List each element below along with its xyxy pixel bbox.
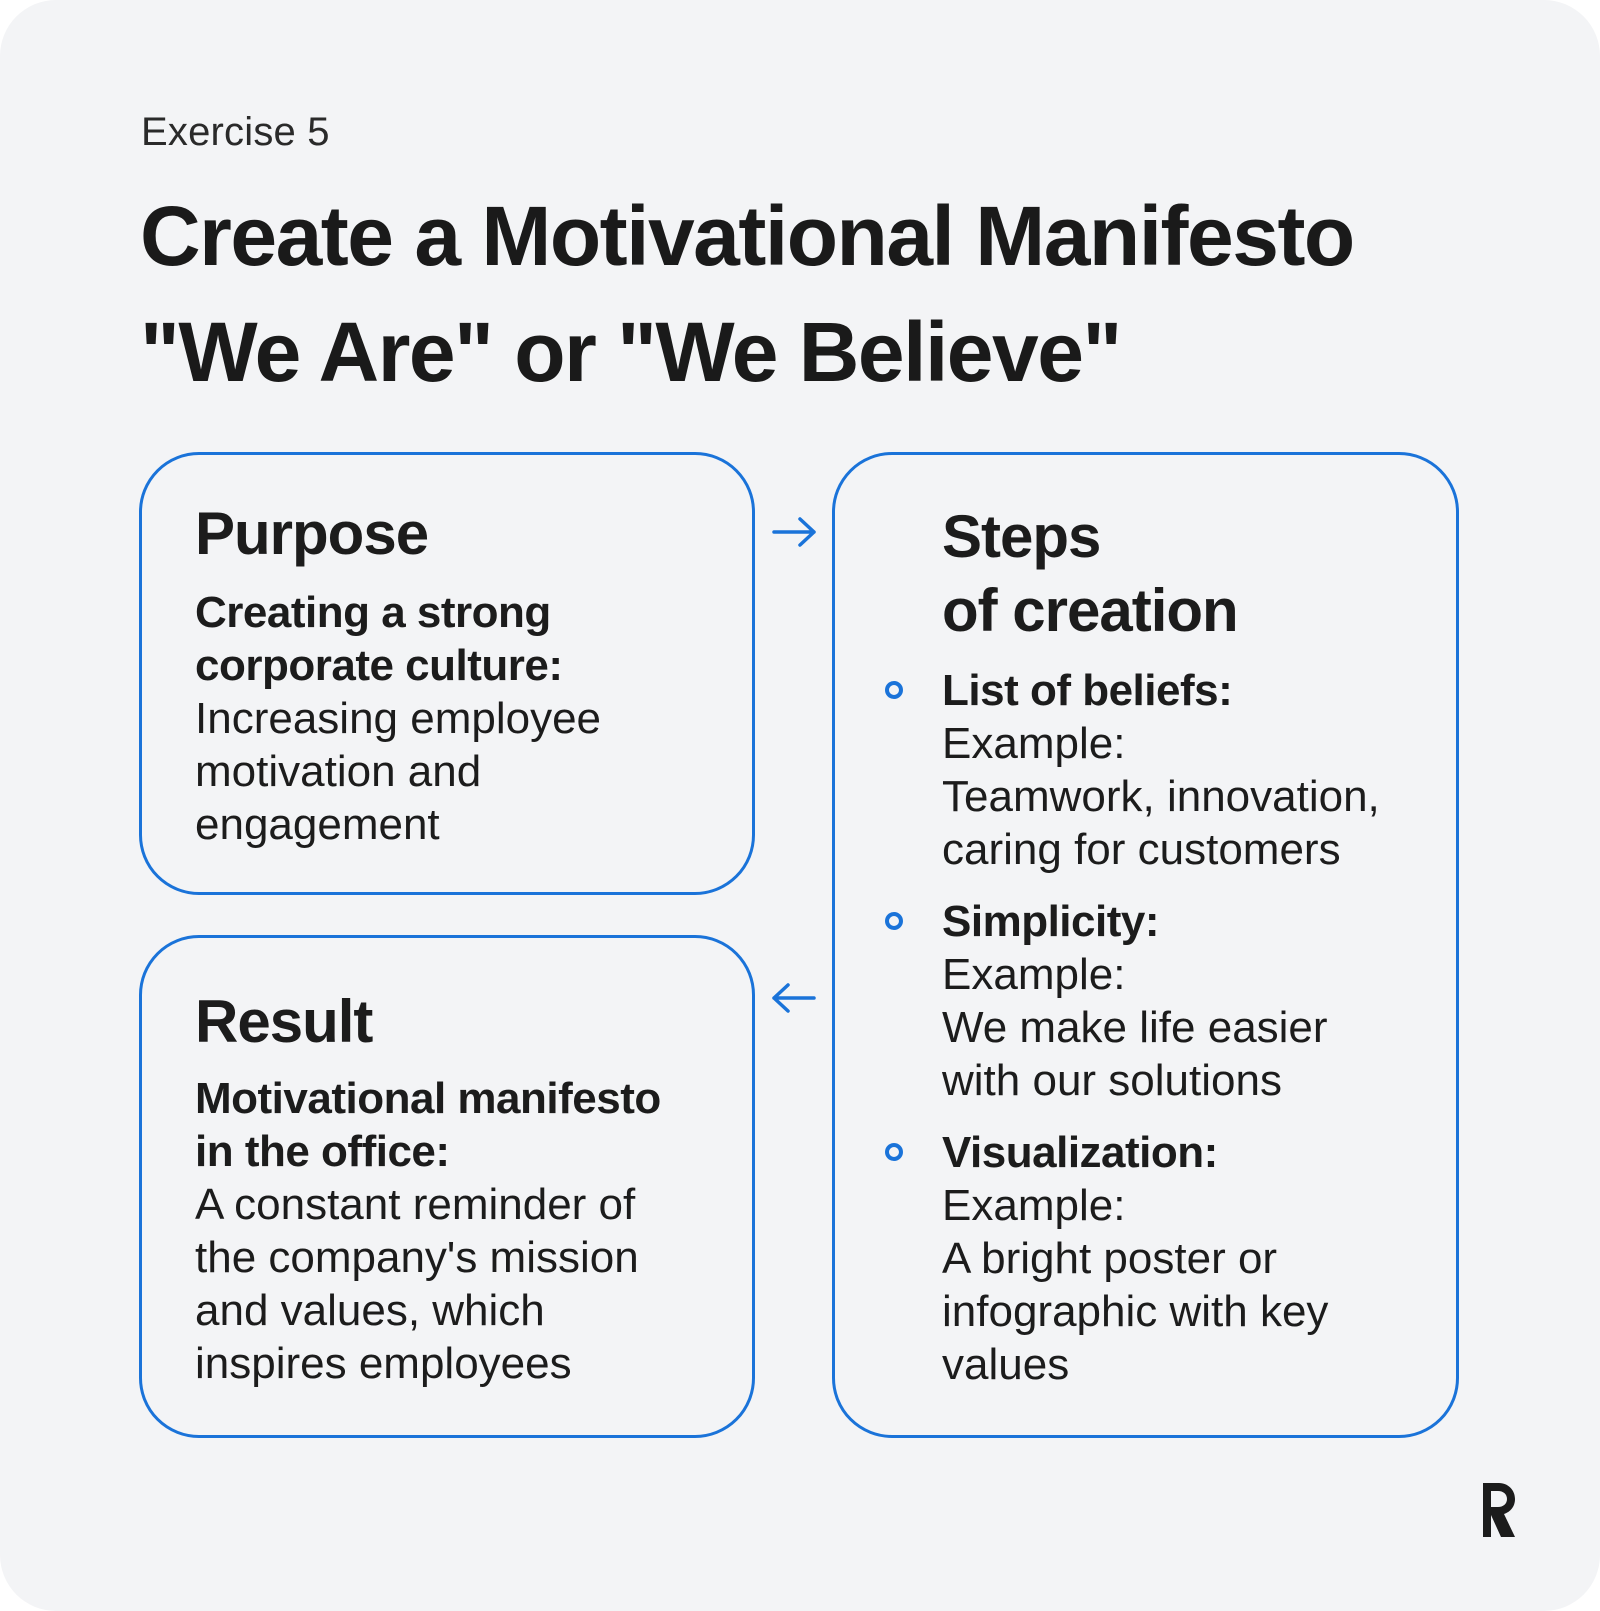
brand-r-logo: [1483, 1483, 1515, 1537]
circle-bullet-icon: [885, 681, 903, 699]
step-line: Example:: [942, 1181, 1126, 1230]
step-line: We make life easier: [942, 1003, 1328, 1052]
arrow-left-icon: [772, 983, 816, 1013]
purpose-heading: Purpose: [195, 500, 429, 567]
title-line-1: Create a Motivational Manifesto: [140, 189, 1355, 283]
step-title: Visualization:: [942, 1128, 1218, 1177]
result-bold-line-2: in the office:: [195, 1127, 450, 1176]
circle-bullet-icon: [885, 1143, 903, 1161]
step-item: List of beliefs: Example: Teamwork, inno…: [942, 664, 1380, 876]
step-line: with our solutions: [942, 1056, 1282, 1105]
step-line: caring for customers: [942, 825, 1341, 874]
result-line-1: A constant reminder of: [195, 1180, 636, 1229]
result-line-3: and values, which: [195, 1286, 545, 1335]
exercise-label: Exercise 5: [141, 110, 330, 154]
purpose-text: Creating a strong corporate culture: Inc…: [195, 586, 601, 851]
step-title: Simplicity:: [942, 897, 1159, 946]
purpose-bold-line-2: corporate culture:: [195, 641, 563, 690]
result-line-2: the company's mission: [195, 1233, 639, 1282]
page-title: Create a Motivational Manifesto "We Are"…: [140, 178, 1355, 410]
circle-bullet-icon: [885, 912, 903, 930]
step-line: values: [942, 1340, 1070, 1389]
step-line: Example:: [942, 950, 1126, 999]
result-text: Motivational manifesto in the office: A …: [195, 1072, 661, 1390]
step-item: Visualization: Example: A bright poster …: [942, 1126, 1328, 1391]
result-heading: Result: [195, 988, 373, 1055]
arrow-right-icon: [772, 517, 816, 547]
purpose-line-1: Increasing employee: [195, 694, 602, 743]
step-line: A bright poster or: [942, 1234, 1278, 1283]
title-line-2: "We Are" or "We Believe": [140, 305, 1122, 399]
steps-box: [832, 452, 1459, 1438]
steps-heading-line-2: of creation: [942, 577, 1239, 644]
purpose-line-3: engagement: [195, 800, 440, 849]
result-line-4: inspires employees: [195, 1339, 572, 1388]
step-item: Simplicity: Example: We make life easier…: [942, 895, 1328, 1107]
result-box: [139, 935, 755, 1438]
steps-heading: Steps of creation: [942, 500, 1239, 648]
steps-heading-line-1: Steps: [942, 503, 1101, 570]
step-line: Teamwork, innovation,: [942, 772, 1380, 821]
step-line: Example:: [942, 719, 1126, 768]
result-bold-line-1: Motivational manifesto: [195, 1074, 661, 1123]
purpose-line-2: motivation and: [195, 747, 482, 796]
step-line: infographic with key: [942, 1287, 1329, 1336]
purpose-box: [139, 452, 755, 895]
purpose-bold-line-1: Creating a strong: [195, 588, 551, 637]
step-title: List of beliefs:: [942, 666, 1233, 715]
